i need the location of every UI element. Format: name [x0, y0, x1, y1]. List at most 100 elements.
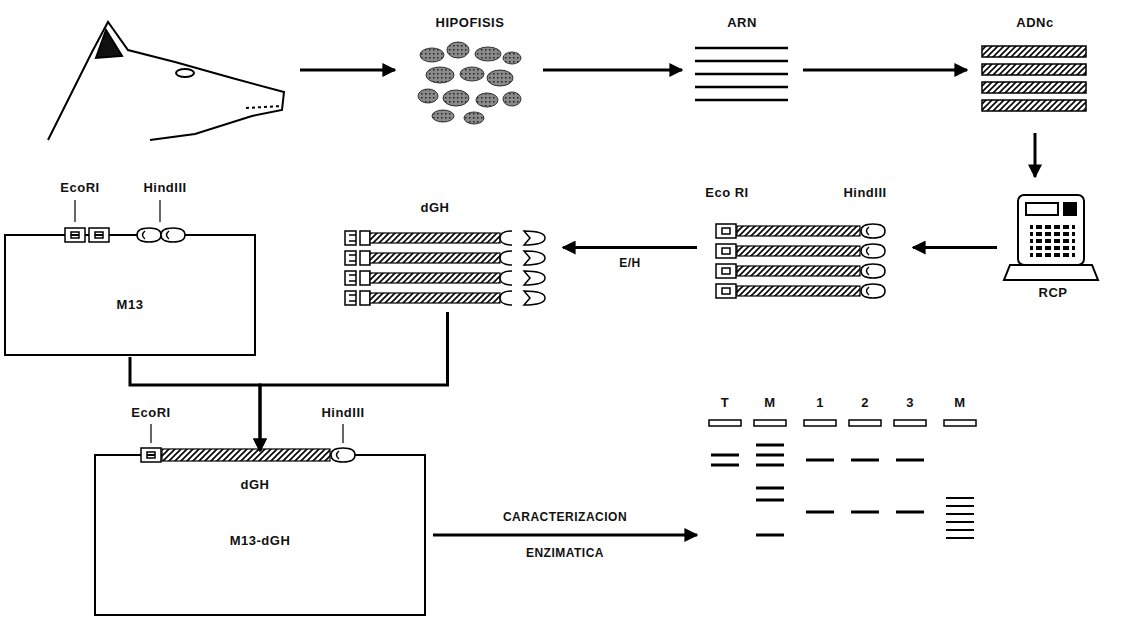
dog-head [48, 22, 284, 140]
digested-fragments-part [345, 271, 545, 285]
process-arrow [260, 312, 448, 451]
arrow-label: CARACTERIZACION ENZIMATICA [478, 499, 653, 571]
gel-part [711, 445, 924, 535]
m13-vector-part [65, 228, 85, 242]
pcr-products-part [716, 244, 885, 258]
gel-part-part [946, 505, 974, 507]
cdna-bars-part [982, 46, 1086, 57]
pituitary-cells-part [460, 67, 484, 81]
rna-strands-part [695, 73, 788, 76]
pituitary-cells-part [418, 89, 438, 103]
gel-part-part [756, 499, 784, 502]
cdna-bars-part [982, 64, 1086, 75]
recombinant-vector-part [342, 424, 343, 443]
process-arrow [543, 69, 682, 72]
process-arrow [1034, 133, 1037, 177]
pituitary-cells-part [503, 52, 521, 64]
digested-fragments-part [345, 251, 545, 265]
pcr-machine-part [1030, 224, 1075, 259]
gel-part-part [711, 464, 739, 467]
gel-part-part [756, 444, 784, 447]
pituitary-cells-part [464, 112, 484, 124]
pcr-product-node: Eco RI HindIII [705, 185, 905, 310]
m13-vector-part [5, 235, 255, 355]
lane-label: 2 [861, 395, 869, 411]
node-label: EcoRI [60, 180, 99, 196]
node-label: HindIII [321, 405, 364, 421]
digested-fragments-part [345, 291, 545, 305]
m13-vector-part [159, 200, 160, 222]
pituitary-cells-part [447, 42, 469, 58]
gel-part-part [711, 454, 739, 457]
recombinant-box: EcoRIHindIIIdGHM13-dGH [95, 455, 425, 615]
rna-strands-part [695, 47, 788, 50]
lane-label: T [721, 395, 729, 411]
gel-part-part [756, 454, 784, 457]
process-arrow [803, 69, 967, 72]
pituitary-cells-part [476, 93, 498, 107]
node-label: dGH [421, 200, 450, 216]
digested-fragments-part [345, 231, 545, 245]
cdna-bars-part [982, 100, 1086, 111]
gel-part-part [946, 529, 974, 531]
gel-part-part [896, 459, 924, 462]
pcr-products-part [716, 224, 885, 238]
gel-part-part [896, 511, 924, 514]
pituitary-cells-part [503, 92, 521, 106]
pcr-machine [1004, 195, 1098, 280]
gel-part-part [946, 513, 974, 515]
dog-head-part [96, 30, 122, 58]
m13-vector [5, 200, 255, 355]
pcr-machine-part [1026, 203, 1058, 215]
node-label: ADNc [1016, 15, 1053, 31]
pcr-machine-part [1004, 265, 1098, 280]
node-label: HindIII [143, 180, 186, 196]
pituitary-cells-part [432, 110, 454, 122]
rna-strands-part [695, 86, 788, 89]
gel-part [946, 498, 974, 538]
pituitary-cells-part [487, 70, 513, 86]
gel-part-part [894, 420, 926, 426]
pituitary-cells-part [426, 67, 454, 83]
m13-vector-part [137, 228, 161, 242]
node-label: HIPOFISIS [436, 15, 505, 31]
rna-node: ARN [690, 15, 795, 125]
recombinant-vector-part [150, 424, 151, 443]
gel-part-part [804, 420, 836, 426]
node-label: HindIII [843, 185, 886, 201]
vector-box: EcoRIHindIIIM13 [5, 235, 255, 355]
fragment-node: dGH [340, 185, 555, 310]
gel [709, 420, 976, 538]
node-label: RCP [1039, 285, 1068, 301]
recombinant-vector-part [331, 448, 355, 462]
pcr-products-part [716, 264, 885, 278]
process-arrow [130, 357, 260, 451]
recombinant-vector-part [141, 448, 161, 462]
gel-part-part [944, 420, 976, 426]
gel-part-part [851, 459, 879, 462]
arrow-label: E/H [616, 256, 644, 270]
cdna-node: ADNc [975, 15, 1095, 125]
process-arrow [300, 69, 395, 72]
node-label: Eco RI [705, 185, 748, 201]
rna-strands [695, 48, 788, 100]
gel-part-part [806, 511, 834, 514]
pcr-machine-part [1064, 203, 1076, 215]
node-label: EcoRI [131, 405, 170, 421]
pcr-products [716, 224, 885, 298]
recombinant-vector-part [162, 449, 330, 461]
rna-strands-part [695, 99, 788, 102]
gel-part-part [946, 537, 974, 539]
recombinant-vector-part [95, 455, 425, 615]
gel-node: TM123M [705, 395, 1000, 620]
lane-label: 1 [816, 395, 824, 411]
dog-head-part [48, 22, 284, 140]
m13-vector-part [89, 228, 109, 242]
process-arrow [913, 246, 997, 249]
process-arrow [433, 534, 697, 537]
gel-part-part [754, 420, 786, 426]
pcr-machine-part [1018, 195, 1084, 265]
lane-label: 3 [906, 395, 914, 411]
